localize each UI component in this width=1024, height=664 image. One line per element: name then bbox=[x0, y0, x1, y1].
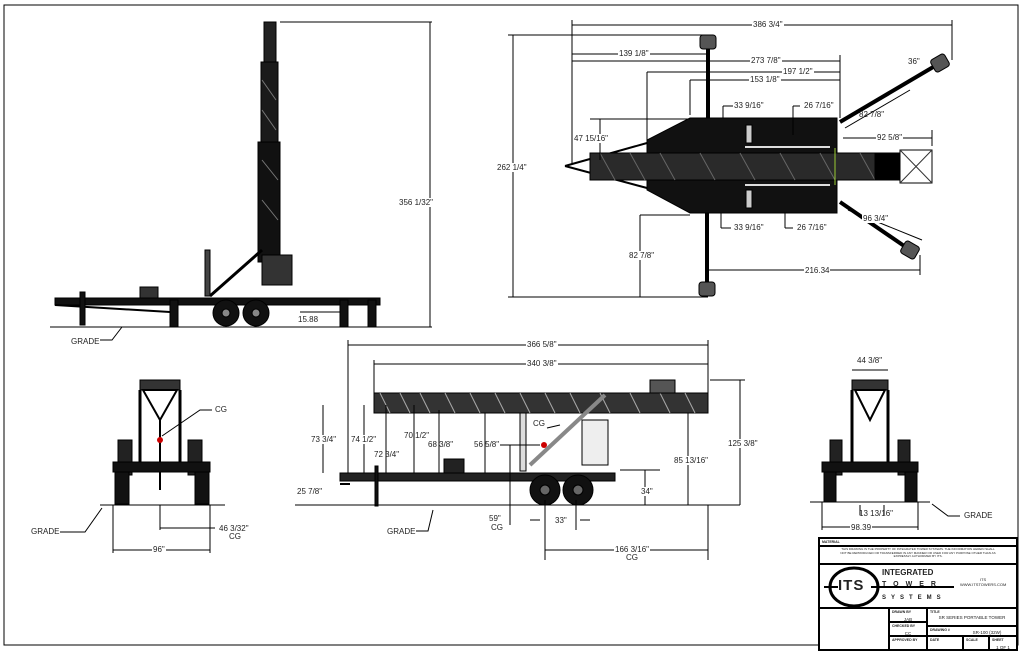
dim-36: 36" bbox=[907, 57, 921, 66]
its-logo bbox=[824, 566, 954, 608]
side-view-stowed bbox=[295, 340, 745, 560]
dim-cg-height-sub: CG bbox=[491, 523, 503, 532]
dim-rear-top: 44 3/8" bbox=[856, 356, 884, 365]
grade-label-side: GRADE bbox=[386, 527, 417, 536]
dim-overall-width: 262 1/4" bbox=[496, 163, 528, 172]
drawing-number: SR-100 (32W) bbox=[972, 630, 1002, 635]
dim-33-bottom: 33 9/16" bbox=[733, 223, 765, 232]
plan-view bbox=[508, 20, 953, 298]
drawn-by-value: JAB bbox=[903, 617, 913, 622]
dim-73: 73 3/4" bbox=[310, 435, 338, 444]
dim-26-bottom: 26 7/16" bbox=[796, 223, 828, 232]
dim-33-top: 33 9/16" bbox=[733, 101, 765, 110]
dim-47: 47 15/16" bbox=[573, 134, 609, 143]
dim-85: 85 13/16" bbox=[673, 456, 709, 465]
sheet-label: SHEET bbox=[992, 638, 1004, 642]
company-website[interactable]: WWW.ITSTOWERS.COM bbox=[960, 582, 1007, 587]
dim-rear-offset: 13 13/16" bbox=[859, 509, 893, 518]
cg-label-front: CG bbox=[215, 405, 227, 414]
dim-tower-height: 356 1/32" bbox=[398, 198, 434, 207]
cg-label-side: CG bbox=[533, 419, 545, 428]
dim-96: 96 3/4" bbox=[862, 214, 890, 223]
dim-25: 25 7/8" bbox=[296, 487, 324, 496]
title-block: MATERIAL THIS DRAWING IS THE PROPERTY OF… bbox=[818, 537, 1018, 651]
logo-line3: SYSTEMS bbox=[882, 595, 946, 601]
approved-by-label: APPROVED BY bbox=[892, 638, 918, 642]
logo-letters: ITS bbox=[838, 577, 865, 594]
drawing-number-label: DRAWING # bbox=[930, 628, 950, 632]
material-label: MATERIAL bbox=[822, 540, 840, 544]
date-label: DATE bbox=[930, 638, 940, 642]
ownership-notice: THIS DRAWING IS THE PROPERTY OF INTEGRAT… bbox=[819, 546, 1017, 564]
drawing-title: SR SERIES PORTABLE TOWER bbox=[938, 615, 1006, 620]
side-view-deployed bbox=[50, 21, 432, 341]
dim-56: 56 5/8" bbox=[474, 440, 500, 449]
grade-label-rear: GRADE bbox=[963, 511, 994, 520]
title-label: TITLE bbox=[930, 610, 940, 614]
checked-by-label: CHECKED BY bbox=[892, 624, 916, 628]
logo-line1: INTEGRATED bbox=[882, 568, 934, 577]
dim-overall-length: 386 3/4" bbox=[752, 20, 784, 29]
notes-cell bbox=[819, 608, 889, 650]
dim-82-bottom: 82 7/8" bbox=[628, 251, 656, 260]
dim-82-top: 82 7/8" bbox=[859, 110, 885, 119]
dim-139: 139 1/8" bbox=[618, 49, 650, 58]
dim-72: 72 3/4" bbox=[374, 450, 400, 459]
dim-cg-distance: 166 3/16" bbox=[614, 545, 650, 554]
logo-line2: TOWER bbox=[882, 581, 943, 588]
scale-label: SCALE bbox=[966, 638, 978, 642]
checked-by-value: CC bbox=[904, 631, 912, 636]
dim-overall-stowed: 366 5/8" bbox=[526, 340, 558, 349]
grade-label: GRADE bbox=[70, 337, 101, 346]
dim-74: 74 1/2" bbox=[350, 435, 378, 444]
grade-label-front: GRADE bbox=[30, 527, 61, 536]
dim-26-top: 26 7/16" bbox=[803, 101, 835, 110]
logo-area: ITS INTEGRATED TOWER SYSTEMS ITS WWW.ITS… bbox=[819, 564, 1017, 608]
dim-70: 70 1/2" bbox=[404, 431, 430, 440]
dim-boom-length: 340 3/8" bbox=[526, 359, 558, 368]
drawn-by-label: DRAWN BY bbox=[892, 610, 912, 614]
sheet-value: 1 OF 1 bbox=[996, 645, 1010, 650]
dim-axle: 33" bbox=[555, 516, 567, 525]
dim-cg-offset: 46 3/32" bbox=[219, 524, 249, 533]
front-view bbox=[60, 379, 225, 553]
sheet-border bbox=[3, 4, 1019, 646]
dim-cg-offset-sub: CG bbox=[229, 532, 241, 541]
rear-view bbox=[810, 369, 960, 530]
dim-cg-height: 59" bbox=[489, 514, 501, 523]
dim-offset: 15.88 bbox=[298, 315, 319, 324]
dim-34: 34" bbox=[640, 487, 654, 496]
dim-92: 92 5/8" bbox=[876, 133, 904, 142]
dim-216: 216.34 bbox=[804, 266, 831, 275]
company-name: ITS bbox=[980, 577, 987, 582]
dim-125: 125 3/8" bbox=[727, 439, 759, 448]
dim-273: 273 7/8" bbox=[750, 56, 782, 65]
dim-cg-distance-sub: CG bbox=[626, 553, 638, 562]
dim-197: 197 1/2" bbox=[782, 67, 814, 76]
dim-153: 153 1/8" bbox=[749, 75, 781, 84]
dim-68: 68 3/8" bbox=[428, 440, 454, 449]
dim-rear-width: 98.39 bbox=[850, 523, 873, 532]
dim-front-width: 96" bbox=[152, 545, 166, 554]
